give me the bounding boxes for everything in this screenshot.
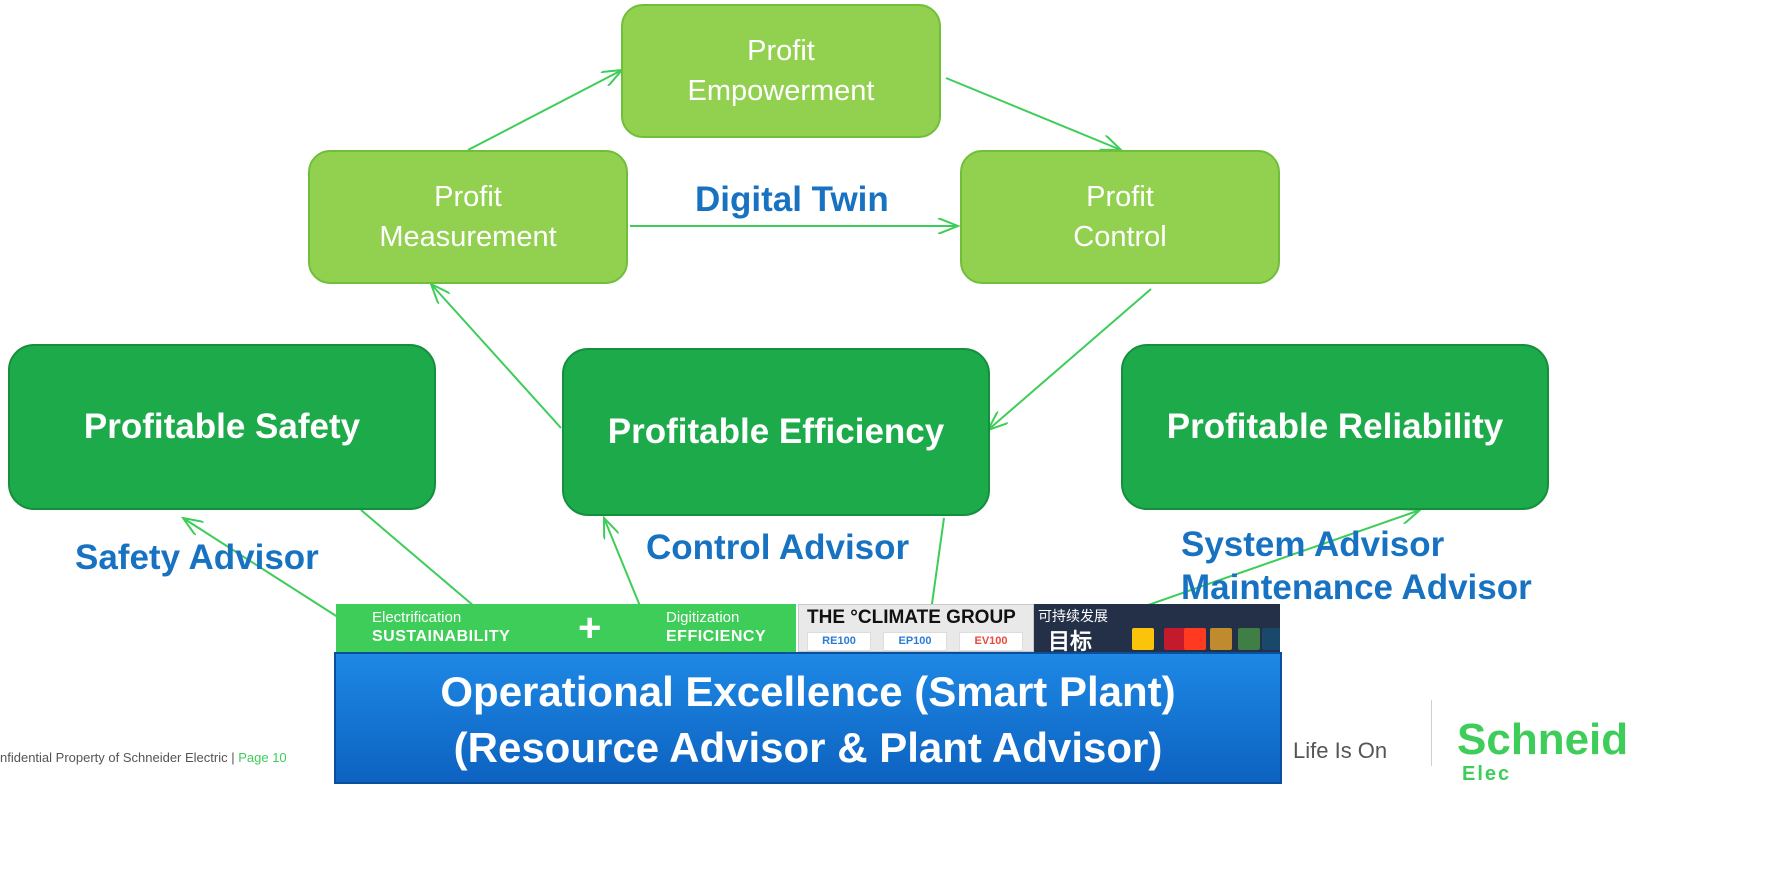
footer-text: nfidential Property of Schneider Electri… (0, 750, 239, 765)
climate-group-banner: THE °CLIMATE GROUP RE100 EP100 EV100 (798, 604, 1034, 652)
arrow-efficiency-down (929, 517, 945, 619)
main-banner-line1: Operational Excellence (Smart Plant) (440, 668, 1176, 715)
tag-ev100: EV100 (959, 632, 1023, 651)
banner-electrification: Electrification (372, 609, 462, 626)
node-profit-measurement: Profit Measurement (308, 150, 628, 284)
node-profit-empowerment: Profit Empowerment (621, 4, 941, 138)
arrow-efficiency-to-measurement (431, 284, 562, 429)
node-profitable-safety: Profitable Safety (8, 344, 436, 510)
node-profitable-safety-label: Profitable Safety (83, 407, 361, 446)
sdg-tile-icon (1210, 628, 1232, 650)
banner-sustainability: SUSTAINABILITY (372, 628, 511, 645)
sdg-tile-icon (1262, 628, 1280, 650)
tag-re100: RE100 (807, 632, 871, 651)
node-profitable-efficiency-label: Profitable Efficiency (607, 412, 945, 451)
node-profitable-efficiency: Profitable Efficiency (562, 348, 990, 516)
banner-efficiency: EFFICIENCY (666, 628, 767, 645)
sdg-big-text: 目标 (1048, 629, 1093, 652)
label-digital-twin: Digital Twin (695, 180, 889, 219)
label-safety-advisor: Safety Advisor (75, 538, 319, 577)
arrow-to-safety (183, 518, 356, 629)
sdg-tile-icon (1184, 628, 1206, 650)
brand-divider (1431, 700, 1432, 766)
sdg-goals-banner: 可持续发展 目标 (1034, 604, 1280, 652)
life-is-on-tagline: Life Is On (1293, 738, 1388, 763)
arrow-measurement-to-empowerment (467, 70, 622, 151)
node-profit-control: Profit Control (960, 150, 1280, 284)
node-profit-measurement-label: Profit Measurement (379, 181, 557, 253)
plus-icon: + (578, 606, 602, 650)
electrification-digitization-banner: Electrification SUSTAINABILITY + Digitiz… (336, 604, 796, 652)
node-profitable-reliability: Profitable Reliability (1121, 344, 1549, 510)
arrow-to-efficiency (604, 518, 641, 607)
footer: nfidential Property of Schneider Electri… (0, 750, 287, 765)
arrow-empowerment-to-control (945, 77, 1121, 150)
banner-digitization: Digitization (666, 609, 740, 626)
page-number: Page 10 (238, 750, 287, 765)
tag-ep100: EP100 (883, 632, 947, 651)
node-profit-control-label: Profit Control (1073, 181, 1167, 253)
sdg-top-text: 可持续发展 (1038, 608, 1108, 624)
schneider-logo: Schneid (1457, 715, 1629, 764)
node-profit-empowerment-label: Profit Empowerment (687, 35, 875, 107)
sdg-tile-icon (1164, 628, 1186, 650)
arrow-safety-down (360, 509, 489, 619)
sdg-tile-icon (1132, 628, 1154, 650)
node-profitable-reliability-label: Profitable Reliability (1166, 407, 1504, 446)
label-system-advisor: System Advisor (1181, 525, 1445, 564)
label-maintenance-advisor: Maintenance Advisor (1181, 568, 1532, 607)
label-control-advisor: Control Advisor (646, 528, 910, 567)
main-banner-line2: (Resource Advisor & Plant Advisor) (453, 724, 1163, 771)
schneider-logo-sub: Elec (1462, 763, 1512, 785)
arrow-control-to-efficiency (988, 288, 1152, 430)
climate-group-title: THE °CLIMATE GROUP (807, 607, 1016, 628)
sdg-tile-icon (1238, 628, 1260, 650)
operational-excellence-banner: Operational Excellence (Smart Plant) (Re… (334, 652, 1282, 784)
